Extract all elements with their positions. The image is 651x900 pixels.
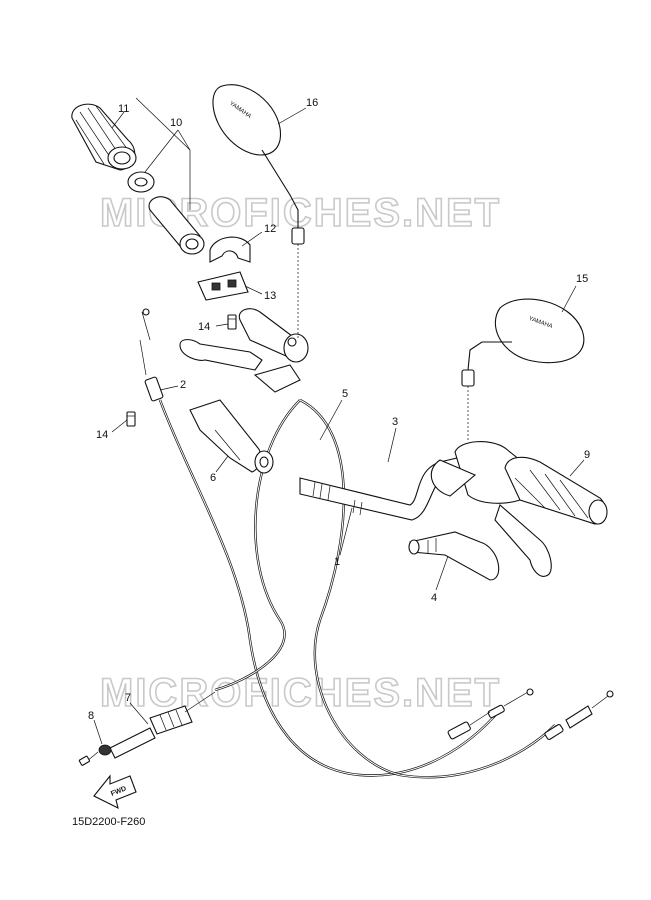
- callout-2: 2: [180, 379, 186, 391]
- handlebar: [299, 454, 471, 521]
- left-grip: [71, 103, 137, 171]
- callout-15: 15: [576, 273, 588, 285]
- diagram-code: 15D2200-F260: [72, 816, 145, 828]
- callout-14-lower: 14: [96, 429, 108, 441]
- right-lever: [494, 504, 552, 577]
- callout-9: 9: [584, 449, 590, 461]
- callout-7: 7: [125, 692, 131, 704]
- right-grip: [504, 456, 608, 525]
- cable-adjuster: [139, 308, 164, 402]
- callout-13: 13: [264, 290, 276, 302]
- cable-end-mid: [447, 688, 534, 740]
- callout-5: 5: [342, 388, 348, 400]
- callout-11: 11: [118, 103, 129, 115]
- callout-14-upper: 14: [198, 321, 210, 333]
- adjuster-nut: [78, 744, 112, 766]
- callout-8: 8: [88, 710, 94, 722]
- watermark-bottom: MICROFICHES.NET: [100, 671, 501, 715]
- lever-holder-top: [209, 236, 251, 263]
- left-mirror: YAMAHA: [212, 84, 305, 340]
- callout-1: 1: [334, 556, 340, 568]
- bolt-lower: [126, 411, 136, 427]
- throttle-cable: [214, 398, 556, 779]
- callout-6: 6: [210, 472, 216, 484]
- cable-end-right: [544, 690, 614, 740]
- lever-cover: [408, 531, 500, 581]
- grip-sleeve: [148, 196, 205, 255]
- leader-lines: [93, 97, 585, 745]
- callout-3: 3: [392, 416, 398, 428]
- callout-16: 16: [306, 97, 318, 109]
- fwd-arrow: FWD: [93, 774, 137, 810]
- callout-4: 4: [431, 592, 437, 604]
- throttle-grip: [189, 399, 274, 474]
- callouts: 11 10 16 12 13 14 2 5 3 14 6 15 9 1 4 7 …: [88, 97, 590, 722]
- callout-10: 10: [170, 117, 182, 129]
- callout-12: 12: [264, 223, 276, 235]
- left-lever-assembly: [179, 308, 309, 393]
- lower-cable-adjuster: [109, 691, 216, 759]
- lever-bracket: [197, 271, 249, 301]
- right-mirror: YAMAHA: [461, 298, 585, 440]
- clutch-cable: [158, 399, 501, 777]
- bolt-upper: [227, 314, 237, 330]
- grip-washer: [127, 171, 155, 193]
